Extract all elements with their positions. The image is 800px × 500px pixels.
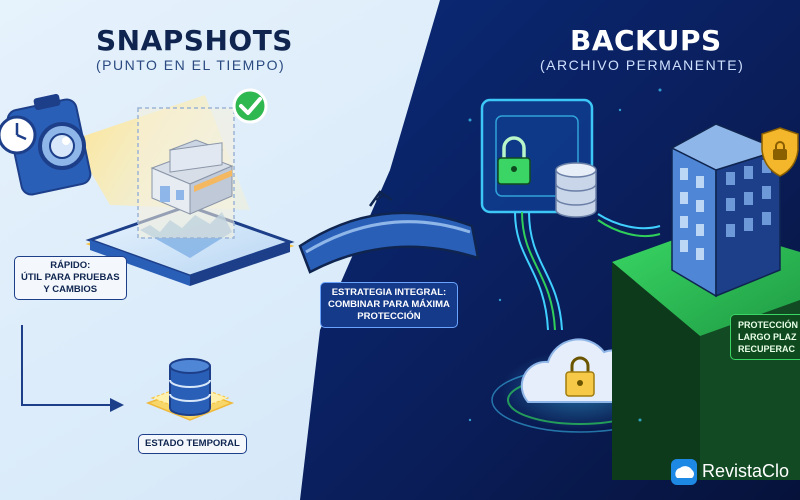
temporary-state-label: ESTADO TEMPORAL — [138, 434, 247, 454]
snapshots-subtitle: (PUNTO EN EL TIEMPO) — [96, 57, 286, 73]
lock-icon — [497, 136, 531, 185]
building-icon — [670, 123, 783, 298]
checkmark-icon — [232, 88, 268, 124]
speed-note-line: RÁPIDO: — [50, 260, 91, 271]
speed-note: RÁPIDO: ÚTIL PARA PRUEBAS Y CAMBIOS — [14, 256, 127, 300]
brand-logo-text: RevistaClo — [702, 461, 790, 481]
glow-particles — [468, 88, 662, 422]
database-icon — [145, 358, 235, 421]
protection-line: RECUPERAC — [738, 344, 796, 354]
strategy-line: PROTECCIÓN — [357, 311, 421, 322]
strategy-label: ESTRATEGIA INTEGRAL: COMBINAR PARA MÁXIM… — [320, 282, 458, 328]
snapshots-title: SNAPSHOTS — [96, 24, 293, 57]
island — [612, 226, 800, 480]
speed-note-line: Y CAMBIOS — [43, 284, 98, 295]
brand-logo-icon — [671, 459, 697, 485]
protection-line: LARGO PLAZ — [738, 332, 797, 342]
backups-subtitle: (ARCHIVO PERMANENTE) — [540, 57, 745, 73]
speed-note-line: ÚTIL PARA PRUEBAS — [21, 272, 120, 283]
bridge-icon — [298, 190, 480, 274]
clock-icon — [0, 115, 37, 155]
database-icon — [555, 162, 597, 218]
protection-label: PROTECCIÓN LARGO PLAZ RECUPERAC — [730, 314, 800, 360]
flow-arrow — [21, 325, 124, 412]
store-icon — [150, 139, 234, 215]
strategy-line: COMBINAR PARA MÁXIMA — [328, 299, 450, 310]
protection-line: PROTECCIÓN — [738, 320, 799, 330]
strategy-line: ESTRATEGIA INTEGRAL: — [331, 287, 447, 298]
shield-icon — [761, 127, 799, 177]
backups-title: BACKUPS — [570, 24, 722, 57]
